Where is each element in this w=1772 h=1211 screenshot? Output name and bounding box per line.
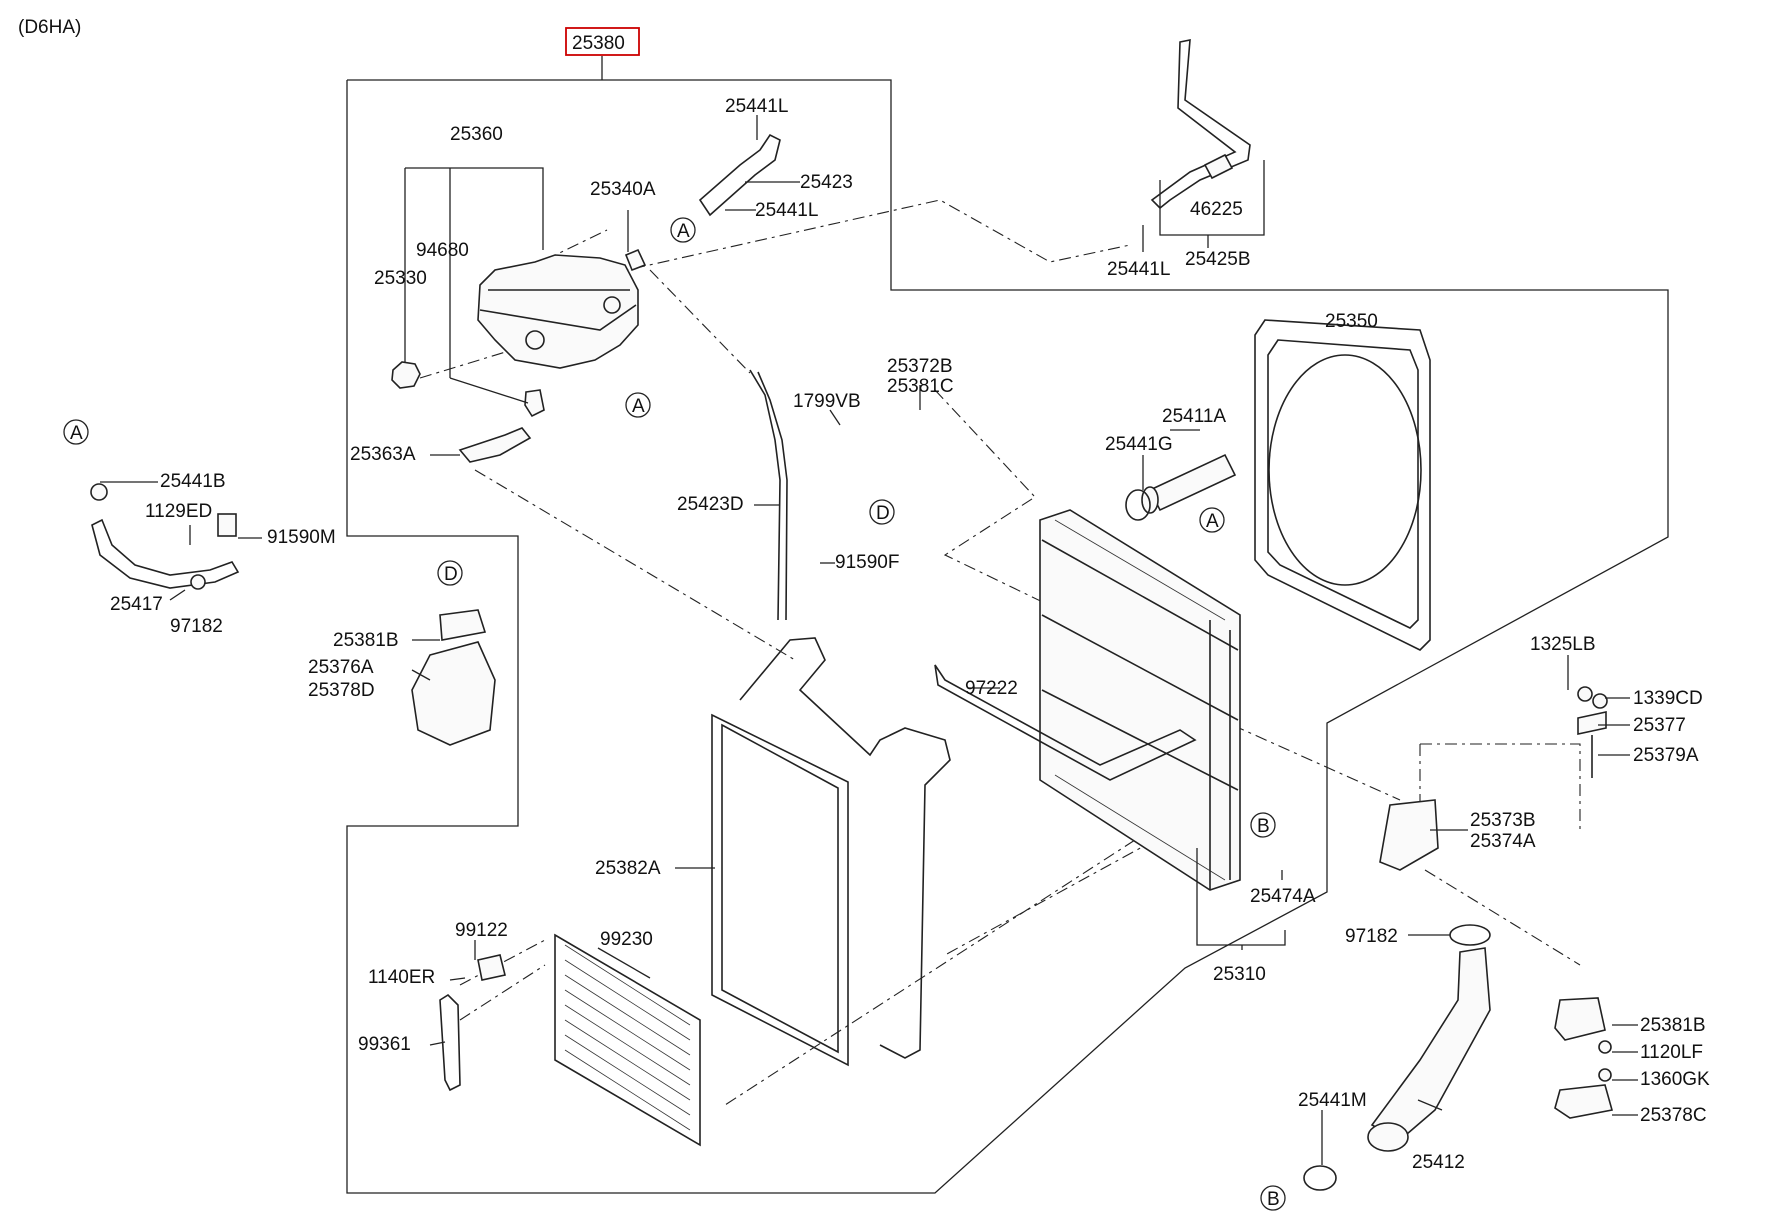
upper-radiator-hose[interactable]	[1141, 453, 1237, 514]
leader-lines	[100, 115, 1638, 1165]
svg-text:D: D	[444, 564, 458, 585]
part-25363A[interactable]: 25363A	[350, 444, 416, 465]
sensor-plug[interactable]	[524, 389, 545, 418]
ref-circle-b-1: B	[1250, 812, 1276, 838]
part-25441B[interactable]: 25441B	[160, 471, 226, 492]
ref-circle-a-3: A	[63, 419, 89, 445]
part-25441L-a[interactable]: 25441L	[725, 96, 788, 117]
part-labels: 25441L 25360 25340A 25423 25441L 94680 2…	[110, 96, 1710, 1173]
right-radiator-bracket[interactable]	[1379, 799, 1439, 871]
assembly-boundary	[346, 56, 1669, 1194]
condenser-mount-bracket[interactable]	[477, 954, 506, 981]
part-25474A[interactable]: 25474A	[1250, 886, 1316, 907]
vent-fitting[interactable]	[624, 248, 647, 272]
svg-text:A: A	[1206, 511, 1219, 532]
part-25423[interactable]: 25423	[800, 172, 853, 193]
lower-mount-bracket[interactable]	[1554, 1084, 1614, 1119]
part-97182-a[interactable]: 97182	[170, 616, 223, 637]
part-25441G[interactable]: 25441G	[1105, 434, 1173, 455]
part-25377[interactable]: 25377	[1633, 715, 1686, 736]
part-25381B-a[interactable]: 25381B	[333, 630, 399, 651]
part-1120LF[interactable]: 1120LF	[1640, 1042, 1703, 1063]
part-1799VB[interactable]: 1799VB	[793, 391, 861, 412]
hose-clamp-g[interactable]	[1125, 489, 1151, 521]
part-97222[interactable]: 97222	[965, 678, 1018, 699]
ref-circle-a-2: A	[625, 392, 651, 418]
assembly-number[interactable]: 25380	[572, 33, 625, 54]
part-25374A[interactable]: 25374A	[1470, 831, 1536, 852]
reservoir-cap[interactable]	[391, 361, 421, 389]
svg-text:A: A	[632, 396, 645, 417]
hose-clamp-lower[interactable]	[1449, 924, 1491, 946]
part-25330[interactable]: 25330	[374, 268, 427, 289]
part-25381C[interactable]: 25381C	[887, 376, 954, 397]
part-25373B[interactable]: 25373B	[1470, 810, 1536, 831]
part-91590M[interactable]: 91590M	[267, 527, 336, 548]
part-25378D[interactable]: 25378D	[308, 680, 375, 701]
radiator-core[interactable]	[1039, 509, 1241, 891]
part-94680[interactable]: 94680	[416, 240, 469, 261]
part-97182-b[interactable]: 97182	[1345, 926, 1398, 947]
part-25376A[interactable]: 25376A	[308, 657, 374, 678]
part-1339CD[interactable]: 1339CD	[1633, 688, 1703, 709]
svg-text:A: A	[677, 221, 690, 242]
part-25411A[interactable]: 25411A	[1162, 406, 1226, 427]
reservoir-tank[interactable]	[477, 254, 639, 369]
part-25381B-b[interactable]: 25381B	[1640, 1015, 1706, 1036]
mount-bracket-d[interactable]	[411, 609, 496, 746]
part-25382A[interactable]: 25382A	[595, 858, 661, 879]
part-25360[interactable]: 25360	[450, 124, 503, 145]
intercooler[interactable]	[711, 637, 951, 1067]
part-25412[interactable]: 25412	[1412, 1152, 1465, 1173]
engine-label: (D6HA)	[18, 17, 81, 38]
part-25340A[interactable]: 25340A	[590, 179, 656, 200]
ref-circle-d-1: D	[869, 499, 895, 525]
part-1325LB[interactable]: 1325LB	[1530, 634, 1596, 655]
ref-circle-d-2: D	[437, 560, 463, 586]
part-99361[interactable]: 99361	[358, 1034, 411, 1055]
part-25425B[interactable]: 25425B	[1185, 249, 1251, 270]
part-25372B[interactable]: 25372B	[887, 356, 953, 377]
phantom-lines	[419, 199, 1581, 1106]
part-99230[interactable]: 99230	[600, 929, 653, 950]
part-25423D[interactable]: 25423D	[677, 494, 744, 515]
overflow-hose[interactable]	[698, 133, 781, 217]
part-1360GK[interactable]: 1360GK	[1640, 1069, 1710, 1090]
bleed-hose[interactable]	[749, 369, 788, 621]
part-25310[interactable]: 25310	[1213, 964, 1266, 985]
part-25417[interactable]: 25417	[110, 594, 163, 615]
part-25378C[interactable]: 25378C	[1640, 1105, 1707, 1126]
part-25441L-c[interactable]: 25441L	[1107, 259, 1170, 280]
part-46225[interactable]: 46225	[1190, 199, 1243, 220]
part-25379A[interactable]: 25379A	[1633, 745, 1699, 766]
bolt-washer-set[interactable]	[1577, 686, 1612, 1082]
part-1140ER[interactable]: 1140ER	[368, 967, 435, 988]
heater-hose[interactable]	[90, 483, 240, 590]
assembly-number-box	[565, 27, 640, 56]
part-25441M[interactable]: 25441M	[1298, 1090, 1367, 1111]
oil-cooler-tube[interactable]	[934, 664, 1197, 781]
condenser[interactable]	[554, 933, 701, 1147]
svg-text:B: B	[1267, 1189, 1280, 1210]
reservoir-bracket[interactable]	[458, 427, 532, 463]
upper-vent-pipe[interactable]	[1150, 39, 1251, 210]
svg-text:D: D	[876, 503, 890, 524]
part-91590F[interactable]: 91590F	[835, 552, 899, 573]
receiver-drier-tube[interactable]	[439, 993, 461, 1092]
part-25441L-b[interactable]: 25441L	[755, 200, 818, 221]
svg-text:A: A	[70, 423, 83, 444]
part-1129ED[interactable]: 1129ED	[145, 501, 212, 522]
part-25350[interactable]: 25350	[1325, 311, 1378, 332]
ref-circle-a-4: A	[1199, 507, 1225, 533]
fan-shroud[interactable]	[1254, 319, 1431, 651]
part-99122[interactable]: 99122	[455, 920, 508, 941]
hose-clamp-m[interactable]	[1303, 1165, 1337, 1191]
ref-circle-b-2: B	[1260, 1185, 1286, 1211]
rubber-insulator[interactable]	[1554, 997, 1606, 1041]
lower-radiator-hose[interactable]	[1367, 947, 1491, 1152]
ref-circle-a-1: A	[670, 217, 696, 243]
svg-text:B: B	[1257, 816, 1270, 837]
